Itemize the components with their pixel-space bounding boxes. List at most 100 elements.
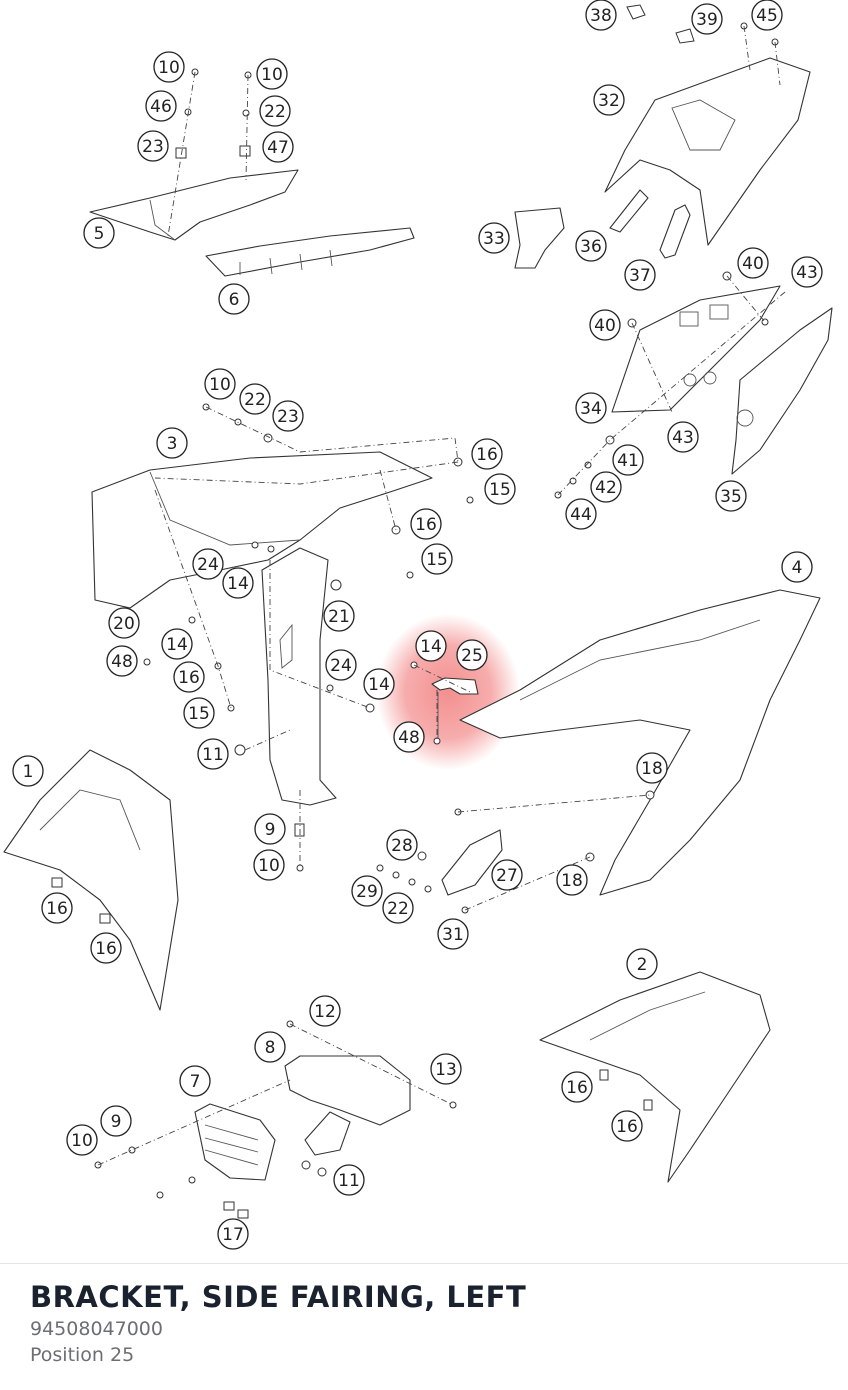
part-25-bracket-side-fairing-left[interactable] [431,677,479,740]
callout-15[interactable]: 15 [183,697,215,729]
part-4-side-fairing[interactable] [459,589,821,896]
part-number[interactable]: 94508047000 [30,1318,163,1340]
callout-43[interactable]: 43 [791,256,823,288]
callout-8[interactable]: 8 [254,1031,286,1063]
callout-48[interactable]: 48 [393,721,425,753]
callout-44[interactable]: 44 [565,498,597,530]
callout-20[interactable]: 20 [108,607,140,639]
callout-16[interactable]: 16 [471,438,503,470]
callout-24[interactable]: 24 [192,548,224,580]
part-7-grille[interactable] [194,1103,276,1181]
callout-15[interactable]: 15 [484,473,516,505]
callout-33[interactable]: 33 [478,222,510,254]
callout-48[interactable]: 48 [106,645,138,677]
callout-22[interactable]: 22 [239,383,271,415]
callout-23[interactable]: 23 [272,400,304,432]
callout-number: 16 [476,445,498,465]
part-2-fairing-lower[interactable] [539,971,771,1183]
callout-38[interactable]: 38 [585,0,617,31]
part-1-fairing-front[interactable] [3,749,179,1011]
callout-16[interactable]: 16 [41,892,73,924]
callout-12[interactable]: 12 [309,995,341,1027]
callout-11[interactable]: 11 [333,1164,365,1196]
callout-5[interactable]: 5 [83,217,115,249]
callout-14[interactable]: 14 [363,668,395,700]
callout-9[interactable]: 9 [254,813,286,845]
callout-40[interactable]: 40 [737,247,769,279]
callout-18[interactable]: 18 [556,864,588,896]
callout-16[interactable]: 16 [90,932,122,964]
callout-35[interactable]: 35 [715,480,747,512]
callout-18[interactable]: 18 [636,752,668,784]
part-8-frame[interactable] [284,1055,411,1156]
callout-10[interactable]: 10 [204,368,236,400]
callout-10[interactable]: 10 [66,1124,98,1156]
callout-16[interactable]: 16 [611,1110,643,1142]
part-5-panel[interactable] [89,169,299,241]
callout-39[interactable]: 39 [691,3,723,35]
callout-21[interactable]: 21 [323,600,355,632]
part-34-tail-left[interactable] [611,285,781,413]
callout-number: 32 [598,91,620,111]
callout-ring [781,551,813,583]
part-33-bracket[interactable] [514,207,565,269]
callout-37[interactable]: 37 [624,259,656,291]
part-36-trim[interactable] [609,189,649,233]
callout-10[interactable]: 10 [153,51,185,83]
callout-11[interactable]: 11 [197,738,229,770]
callout-16[interactable]: 16 [173,661,205,693]
callout-ring [791,256,823,288]
callout-ring [575,230,607,262]
callout-23[interactable]: 23 [137,130,169,162]
part-21-center-support[interactable] [261,547,337,806]
callout-number: 18 [561,871,583,891]
callout-17[interactable]: 17 [217,1218,249,1250]
callout-13[interactable]: 13 [430,1053,462,1085]
callout-2[interactable]: 2 [626,948,658,980]
callout-32[interactable]: 32 [593,84,625,116]
part-6-strip[interactable] [205,227,415,277]
callout-14[interactable]: 14 [161,628,193,660]
callout-14[interactable]: 14 [222,567,254,599]
callout-7[interactable]: 7 [179,1065,211,1097]
callout-43[interactable]: 43 [667,421,699,453]
callout-28[interactable]: 28 [386,829,418,861]
callout-ring [386,829,418,861]
callout-29[interactable]: 29 [351,875,383,907]
part-3-front-fairing[interactable] [91,451,433,609]
callout-31[interactable]: 31 [437,918,469,950]
callout-ring [421,543,453,575]
callout-16[interactable]: 16 [561,1071,593,1103]
callout-34[interactable]: 34 [575,392,607,424]
callout-36[interactable]: 36 [575,230,607,262]
callout-25[interactable]: 25 [456,639,488,671]
callout-number: 24 [330,656,352,676]
callout-24[interactable]: 24 [325,649,357,681]
callout-22[interactable]: 22 [382,892,414,924]
callout-ring [491,859,523,891]
callout-9[interactable]: 9 [100,1105,132,1137]
callout-47[interactable]: 47 [262,131,294,163]
callout-16[interactable]: 16 [410,508,442,540]
part-27-panel[interactable] [441,829,503,896]
callout-10[interactable]: 10 [256,58,288,90]
callout-number: 14 [368,675,390,695]
callout-40[interactable]: 40 [589,309,621,341]
callout-10[interactable]: 10 [253,849,285,881]
callout-27[interactable]: 27 [491,859,523,891]
callout-4[interactable]: 4 [781,551,813,583]
callout-41[interactable]: 41 [612,444,644,476]
callout-46[interactable]: 46 [145,90,177,122]
callout-22[interactable]: 22 [259,95,291,127]
callout-number: 35 [720,487,742,507]
callout-1[interactable]: 1 [12,755,44,787]
part-37-grille[interactable] [659,204,691,259]
callout-14[interactable]: 14 [415,630,447,662]
callout-6[interactable]: 6 [218,283,250,315]
callout-45[interactable]: 45 [751,0,783,31]
callout-15[interactable]: 15 [421,543,453,575]
callout-3[interactable]: 3 [156,427,188,459]
part-32-seat-cowl[interactable] [604,57,811,246]
callout-42[interactable]: 42 [590,471,622,503]
part-35-tail-right[interactable] [731,307,833,475]
